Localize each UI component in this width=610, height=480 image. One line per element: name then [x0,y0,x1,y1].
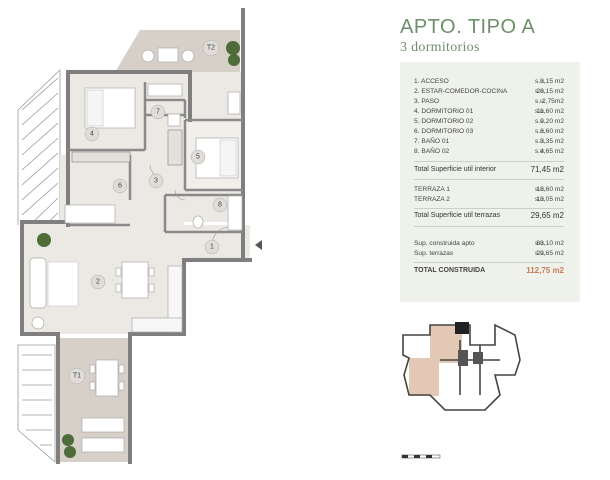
built-area: 29,65 m2 [536,250,565,257]
built-name: Sup. construida apto [414,240,475,247]
room-unit: s.u. [535,148,546,155]
room-marker-5: 5 [196,154,200,161]
left-balcony-rail [17,69,61,226]
terrace-area: 16,60 m2 [536,186,565,193]
room-marker-2: 2 [96,279,100,286]
room-area: 9,20 m2 [540,118,564,125]
grand-total-value: 112,75 m2 [526,266,564,275]
room-unit: s.u. [535,108,546,115]
room-area: 8,60 m2 [540,128,564,135]
room-marker-7: 7 [156,109,160,116]
sofa [29,257,79,309]
room-markers: 1 2 3 4 5 6 7 8 T1 T2 [68,39,228,385]
divider [414,262,564,263]
terrace-unit: s.u. [535,196,546,203]
washing-machine-icon [31,316,45,330]
room-marker-3: 3 [154,178,158,185]
built-unit: s.u. [535,240,546,247]
interior-walls [68,82,243,234]
room-unit: s.u. [535,78,546,85]
room-area: 4,65 m2 [540,148,564,155]
room-unit: s.u. [535,98,546,105]
room-marker-8: 8 [218,202,222,209]
total-interior-value: 71,45 m2 [530,165,564,174]
room-unit: s.u. [535,138,546,145]
room-name: 8. BAÑO 02 [414,148,450,155]
terrace-1-loungers [81,417,125,453]
terrace-1-table [89,359,125,397]
entry-arrow-icon [255,240,262,250]
built-name: Sup. terrazas [414,250,454,257]
plants [37,41,240,458]
room-name: 1. ACCESO [414,78,449,85]
divider [414,161,564,162]
room-area: 2,75m2 [542,98,564,105]
kitchen-counter [131,265,183,333]
room-name: 2. ESTAR-COMEDOR-COCINA [414,88,508,95]
terrace-name: TERRAZA 2 [414,196,450,203]
room-name: 7. BAÑO 01 [414,138,450,145]
room-unit: s.u. [535,118,546,125]
lower-balcony-rail [17,344,56,463]
terrace-area: 13,05 m2 [536,196,565,203]
room-name: 4. DORMITORIO 01 [414,108,474,115]
walls [20,8,252,464]
room-area: 3,35 m2 [540,138,564,145]
room-unit: s.u. [535,128,546,135]
bathroom-fixtures [147,83,243,231]
grand-total-label: TOTAL CONSTRUIDA [414,267,486,274]
terrace-unit: s.u. [535,186,546,193]
bed-bedroom-1 [84,87,136,129]
terrace-name: TERRAZA 1 [414,186,450,193]
built-unit: s.u. [535,250,546,257]
room-unit: s.u. [535,88,546,95]
key-plan [402,322,521,411]
divider [414,208,564,209]
divider [414,226,564,227]
room-marker-t2: T2 [207,45,215,52]
total-terraces-value: 29,65 m2 [530,211,564,220]
total-terraces-label: Total Superficie util terrazas [414,212,500,219]
wardrobes [71,129,183,166]
room-marker-1: 1 [210,244,214,251]
room-marker-4: 4 [90,131,94,138]
room-name: 3. PASO [414,98,440,105]
room-area: 28,15 m2 [536,88,565,95]
room-marker-6: 6 [118,183,122,190]
built-area: 83,10 m2 [536,240,565,247]
room-area: 11,60 m2 [536,108,564,115]
scale-bar [401,454,441,459]
total-interior-label: Total Superficie util interior [414,166,497,173]
room-name: 6. DORMITORIO 03 [414,128,474,135]
room-name: 5. DORMITORIO 02 [414,118,474,125]
bed-bedroom-3 [64,204,116,224]
page-subtitle: 3 dormitorios [400,40,480,55]
terrace-2-table [141,47,195,63]
page-title: APTO. TIPO A [400,16,536,38]
dining-table [115,261,155,299]
room-marker-t1: T1 [73,373,81,380]
room-area: 3,15 m2 [540,78,564,85]
divider [414,179,564,180]
